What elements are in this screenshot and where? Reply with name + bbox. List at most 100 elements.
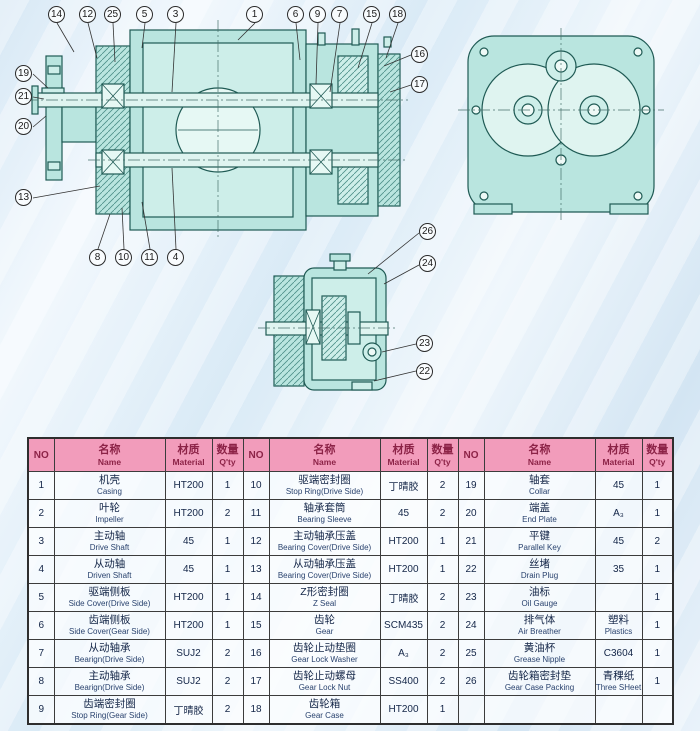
header-material-en: Material xyxy=(172,456,205,467)
part-qty: 1 xyxy=(641,583,674,612)
part-qty: 2 xyxy=(211,695,244,725)
part-material: HT200 xyxy=(164,611,213,640)
header-no: NO xyxy=(242,437,270,472)
part-no: 14 xyxy=(242,583,270,612)
callout-14: 14 xyxy=(48,6,65,23)
part-material: HT200 xyxy=(379,695,428,725)
part-no: 4 xyxy=(27,555,55,584)
part-material: SUJ2 xyxy=(164,667,213,696)
callout-16: 16 xyxy=(411,46,428,63)
header-name: 名称 Name xyxy=(53,437,166,472)
part-material xyxy=(594,695,643,725)
part-material: 45 xyxy=(594,527,643,556)
callout-15: 15 xyxy=(363,6,380,23)
callout-22: 22 xyxy=(416,363,433,380)
header-qty-cn: 数量 xyxy=(216,443,239,456)
part-qty: 2 xyxy=(426,499,459,528)
callout-6: 6 xyxy=(287,6,304,23)
leader-lines xyxy=(32,22,420,382)
part-material: C3604 xyxy=(594,639,643,668)
header-material-cn: 材质 xyxy=(607,443,630,456)
callout-26: 26 xyxy=(419,223,436,240)
part-no: 8 xyxy=(27,667,55,696)
part-no: 13 xyxy=(242,555,270,584)
part-material: 45 xyxy=(594,471,643,500)
callout-1: 1 xyxy=(246,6,263,23)
header-material-cn: 材质 xyxy=(177,443,200,456)
callout-12: 12 xyxy=(79,6,96,23)
part-material: SCM435 xyxy=(379,611,428,640)
part-material: 45 xyxy=(164,527,213,556)
part-no: 21 xyxy=(457,527,485,556)
part-no: 20 xyxy=(457,499,485,528)
callout-10: 10 xyxy=(115,249,132,266)
part-no: 12 xyxy=(242,527,270,556)
part-qty: 1 xyxy=(426,555,459,584)
part-material: HT200 xyxy=(164,471,213,500)
header-qty-en: Q'ty xyxy=(434,456,451,467)
part-material: HT200 xyxy=(379,555,428,584)
header-qty-en: Q'ty xyxy=(649,456,666,467)
part-qty: 2 xyxy=(426,667,459,696)
part-material: 丁晴胶 xyxy=(379,583,428,612)
callout-17: 17 xyxy=(411,76,428,93)
part-qty: 1 xyxy=(211,527,244,556)
part-no: 1 xyxy=(27,471,55,500)
callout-21: 21 xyxy=(15,88,32,105)
part-qty: 1 xyxy=(211,471,244,500)
part-qty: 1 xyxy=(211,583,244,612)
part-material: HT200 xyxy=(164,499,213,528)
header-material: 材质 Material xyxy=(164,437,213,472)
part-qty: 2 xyxy=(426,471,459,500)
part-material: A₃ xyxy=(594,499,643,528)
header-material: 材质 Material xyxy=(594,437,643,472)
callout-8: 8 xyxy=(89,249,106,266)
part-material: 45 xyxy=(164,555,213,584)
part-qty: 1 xyxy=(426,695,459,725)
header-material-en: Material xyxy=(387,456,420,467)
header-qty: 数量 Q'ty xyxy=(211,437,244,472)
part-material: A₃ xyxy=(379,639,428,668)
header-name-cn: 名称 xyxy=(98,443,121,456)
part-qty: 1 xyxy=(641,499,674,528)
part-name xyxy=(483,695,596,725)
part-material: SUJ2 xyxy=(164,639,213,668)
header-qty: 数量 Q'ty xyxy=(426,437,459,472)
part-no: 16 xyxy=(242,639,270,668)
header-name-cn: 名称 xyxy=(528,443,551,456)
part-qty: 2 xyxy=(426,639,459,668)
header-no: NO xyxy=(27,437,55,472)
header-name-cn: 名称 xyxy=(313,443,336,456)
part-qty: 1 xyxy=(211,555,244,584)
part-no: 24 xyxy=(457,611,485,640)
header-material-cn: 材质 xyxy=(392,443,415,456)
part-qty: 2 xyxy=(641,527,674,556)
part-material: 丁晴胶 xyxy=(379,471,428,500)
header-qty-cn: 数量 xyxy=(646,443,669,456)
callout-18: 18 xyxy=(389,6,406,23)
